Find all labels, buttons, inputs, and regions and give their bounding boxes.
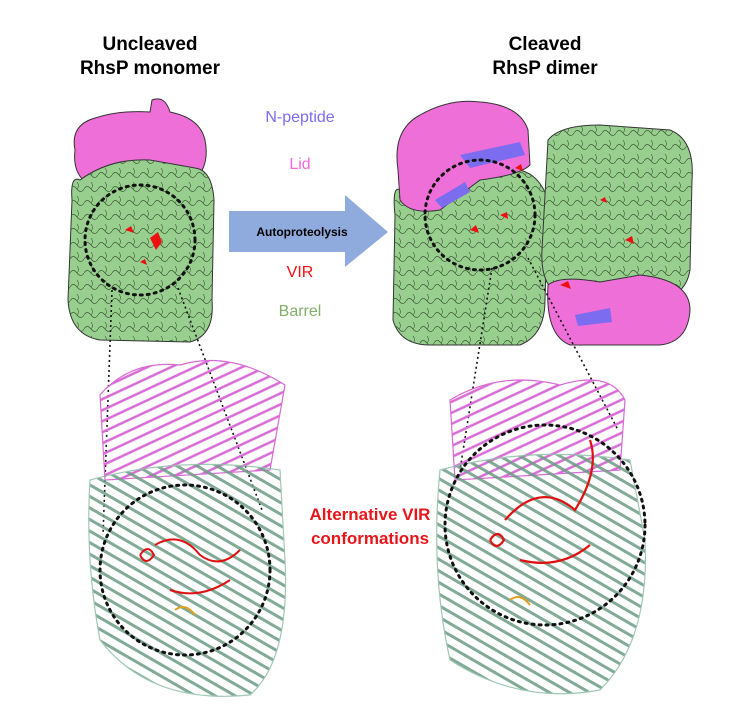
title-line: RhsP monomer [79, 58, 221, 79]
vir-patch [125, 226, 162, 265]
vir-loop [489, 439, 594, 564]
legend-n-peptide: N-peptide [265, 109, 335, 126]
legend-vir: VIR [286, 264, 314, 281]
zoom-circle [83, 183, 197, 297]
zoom-circle [443, 423, 647, 627]
dimer-title: Cleaved RhsP dimer [445, 33, 645, 81]
autoproteolysis-arrow [229, 195, 388, 267]
legend-lid: Lid [289, 156, 311, 173]
vir-loop [139, 538, 241, 595]
vir-annotation: Alternative VIR conformations [280, 503, 460, 551]
zoom-circle [423, 158, 537, 272]
title-line: Cleaved [508, 34, 582, 55]
legend-barrel: Barrel [278, 303, 322, 320]
monomer-ribbon-model [88, 359, 287, 697]
zoom-circle [98, 483, 272, 657]
dimer-ribbon-model [436, 379, 647, 695]
annotation-line: Alternative VIR [309, 505, 431, 524]
monomer-surface [67, 98, 215, 343]
title-line: Uncleaved [102, 34, 198, 55]
lid-domain-right [547, 274, 691, 346]
n-peptide-left [435, 142, 525, 208]
annotation-line: conformations [310, 529, 430, 548]
arrow-label: Autoproteolysis [256, 225, 348, 239]
monomer-title: Uncleaved RhsP monomer [50, 33, 250, 81]
n-peptide-right [575, 308, 612, 326]
dimer-surface [392, 100, 693, 346]
title-line: RhsP dimer [492, 58, 598, 79]
